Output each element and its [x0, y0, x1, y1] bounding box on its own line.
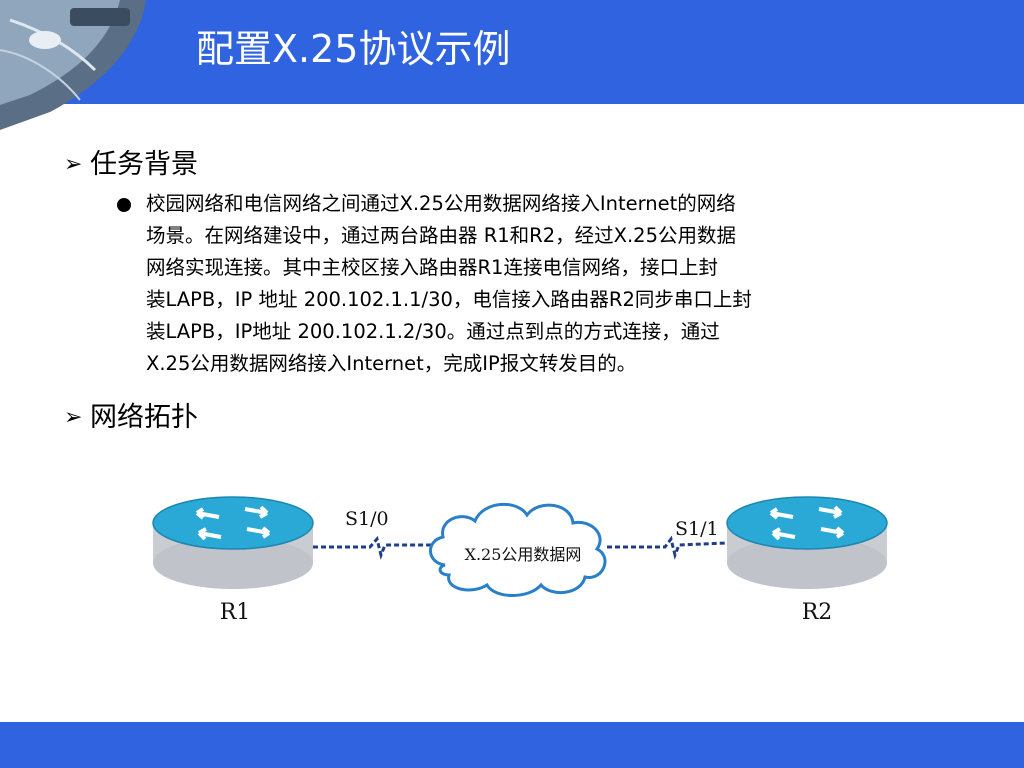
- cloud-label: X.25公用数据网: [465, 545, 582, 564]
- description-line: 校园网络和电信网络之间通过X.25公用数据网络接入Internet的网络: [146, 192, 736, 215]
- section-heading: 任务背景: [90, 149, 198, 180]
- interface-label-left: S1/0: [345, 508, 389, 530]
- router-label-r2: R2: [802, 600, 833, 625]
- arrow-bullet-icon: ➢: [64, 152, 83, 177]
- section-network-topology: ➢ 网络拓扑: [64, 395, 198, 434]
- slide-title: 配置X.25协议示例: [196, 27, 511, 71]
- bullet-dot-icon: [117, 198, 131, 212]
- description-line: 网络实现连接。其中主校区接入路由器R1连接电信网络，接口上封: [146, 256, 718, 279]
- network-topology-diagram: X.25公用数据网 S1/0 S1/1 R1 R2: [152, 496, 888, 625]
- arrow-bullet-icon: ➢: [64, 405, 83, 430]
- router-r1-icon: [152, 496, 314, 589]
- section-task-background: ➢ 任务背景: [64, 142, 198, 181]
- router-r2-icon: [726, 496, 888, 589]
- description-line: 场景。在网络建设中，通过两台路由器 R1和R2，经过X.25公用数据: [146, 224, 736, 247]
- footer-bar: [0, 722, 1024, 768]
- router-label-r1: R1: [220, 600, 251, 625]
- description-line: X.25公用数据网络接入Internet，完成IP报文转发目的。: [146, 352, 637, 375]
- serial-link-right: [607, 535, 728, 560]
- task-description: 校园网络和电信网络之间通过X.25公用数据网络接入Internet的网络 场景。…: [146, 188, 966, 380]
- description-line: 装LAPB，IP 地址 200.102.1.1/30，电信接入路由器R2同步串口…: [146, 288, 752, 311]
- title-bar: [0, 0, 1024, 104]
- x25-cloud-icon: [429, 502, 607, 597]
- interface-label-right: S1/1: [675, 518, 719, 540]
- serial-link-left: [313, 535, 437, 560]
- corner-decoration-image: [0, 0, 146, 130]
- description-line: 装LAPB，IP地址 200.102.1.2/30。通过点到点的方式连接，通过: [146, 320, 720, 343]
- section-heading: 网络拓扑: [90, 402, 198, 433]
